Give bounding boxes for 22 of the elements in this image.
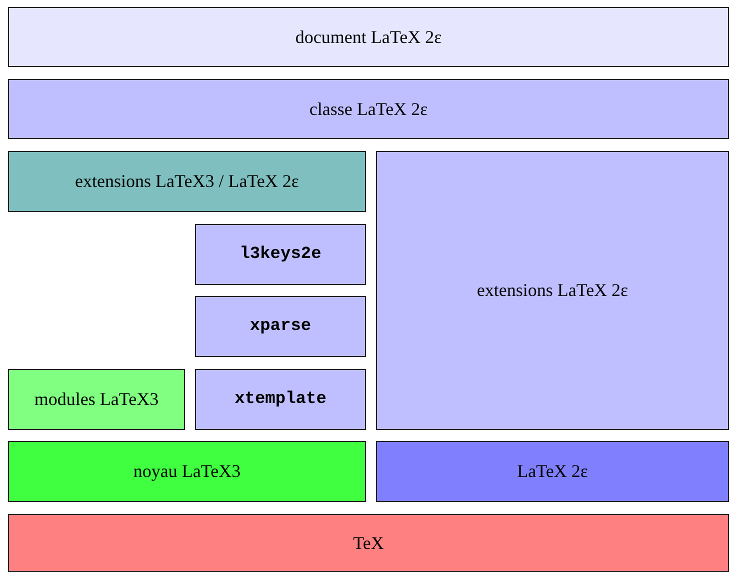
layer-label: LaTeX 2ε (517, 461, 588, 482)
layer-box (8, 7, 729, 67)
package-name: l3keys2e (240, 245, 322, 264)
layer-box (195, 224, 366, 285)
layer-label: document LaTeX 2ε (295, 26, 442, 48)
layer-label: extensions LaTeX3 / LaTeX 2ε (75, 171, 299, 192)
layer-box (8, 151, 366, 212)
layer-box (8, 514, 729, 572)
layer-box (8, 79, 729, 139)
layer-box (8, 369, 185, 430)
layer-box (195, 296, 366, 357)
layer-box (376, 151, 729, 430)
layer-label: TeX (353, 532, 384, 554)
package-name: xparse (250, 317, 312, 336)
layer-box (195, 369, 366, 430)
layer-box (8, 441, 366, 502)
layer-box (376, 441, 729, 502)
layer-label: modules LaTeX3 (34, 389, 159, 410)
layer-label: classe LaTeX 2ε (309, 98, 428, 120)
layer-label: extensions LaTeX 2ε (476, 280, 628, 301)
package-name: xtemplate (234, 390, 326, 409)
layer-label: noyau LaTeX3 (133, 461, 241, 482)
